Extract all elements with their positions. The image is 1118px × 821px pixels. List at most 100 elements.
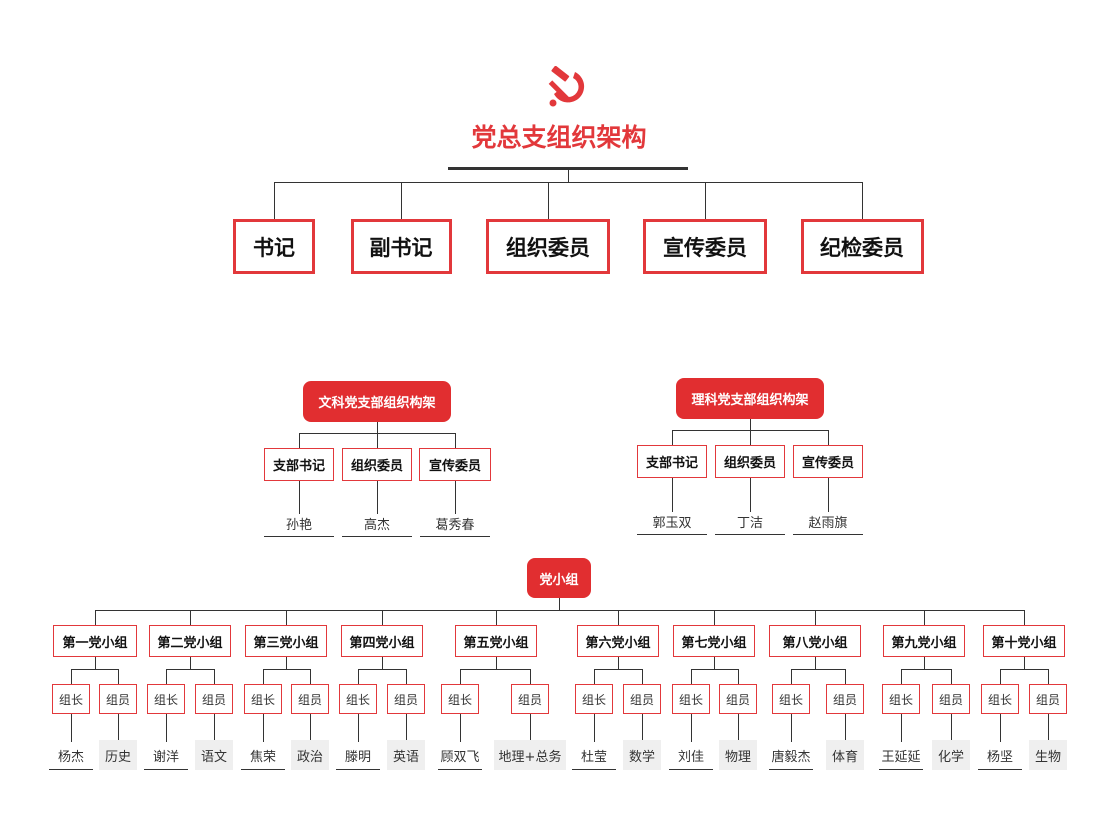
connector-line [791,714,792,742]
role-box-3: 组织委员 [486,219,610,274]
branch-person-name: 葛秀春 [420,514,490,537]
branch-role-box: 支部书记 [264,448,334,481]
connector-line [286,657,287,669]
member-name: 数学 [623,740,661,770]
connector-line [642,714,643,740]
connector-line [901,669,951,670]
connector-line [455,481,456,514]
party-group-box: 第九党小组 [883,625,965,657]
connector-line [377,481,378,514]
connector-line [377,433,378,448]
leader-label-box: 组长 [244,684,282,714]
branch-person-name: 孙艳 [264,514,334,537]
connector-line [190,657,191,669]
connector-line [901,669,902,684]
party-group-box: 第一党小组 [53,625,137,657]
connector-line [618,610,619,625]
connector-line [594,669,642,670]
member-name: 地理+总务 [494,740,566,770]
member-label-box: 组员 [826,684,864,714]
connector-line [705,182,706,219]
branch-person-name: 丁洁 [715,512,785,535]
connector-line [738,714,739,740]
leader-label-box: 组长 [575,684,613,714]
connector-line [460,669,461,684]
member-label-box: 组员 [387,684,425,714]
connector-line [845,714,846,740]
connector-line [1024,657,1025,669]
branch-person-name: 赵雨旗 [793,512,863,535]
connector-line [828,430,829,445]
connector-line [924,610,925,625]
connector-line [214,669,215,684]
connector-line [594,669,595,684]
connector-line [382,657,383,669]
connector-line [455,433,456,448]
connector-line [750,419,751,430]
member-label-box: 组员 [623,684,661,714]
connector-line [406,714,407,740]
party-group-box: 第三党小组 [245,625,327,657]
member-name: 历史 [99,740,137,770]
connector-line [358,669,406,670]
member-name: 体育 [826,740,864,770]
connector-line [901,714,902,742]
leader-label-box: 组长 [772,684,810,714]
connector-line [691,669,692,684]
connector-line [166,669,214,670]
connector-line [672,478,673,512]
connector-line [263,669,310,670]
member-name: 政治 [291,740,329,770]
branch-role-box: 宣传委员 [793,445,863,478]
member-label-box: 组员 [511,684,549,714]
branch-role-box: 支部书记 [637,445,707,478]
connector-line [496,610,497,625]
connector-line [310,669,311,684]
party-group-box: 第七党小组 [673,625,755,657]
connector-line [1000,714,1001,742]
connector-line [714,610,715,625]
connector-line [791,669,845,670]
connector-line [548,182,549,219]
connector-line [714,657,715,669]
connector-line [406,669,407,684]
hammer-sickle-icon [548,66,585,107]
title-underline [448,167,688,170]
connector-line [299,433,300,448]
connector-line [691,714,692,742]
leader-name: 杨杰 [49,746,93,770]
party-group-header: 党小组 [527,558,591,598]
leader-name: 唐毅杰 [769,746,813,770]
connector-line [274,182,862,183]
connector-line [496,657,497,669]
branch-person-name: 高杰 [342,514,412,537]
leader-label-box: 组长 [672,684,710,714]
connector-line [166,714,167,742]
connector-line [862,182,863,219]
connector-line [118,714,119,740]
connector-line [845,669,846,684]
connector-line [401,182,402,219]
party-group-box: 第五党小组 [455,625,537,657]
connector-line [166,669,167,684]
connector-line [71,714,72,742]
branch-person-name: 郭玉双 [637,512,707,535]
leader-label-box: 组长 [147,684,185,714]
connector-line [299,481,300,514]
party-group-box: 第十党小组 [983,625,1065,657]
connector-line [738,669,739,684]
member-name: 物理 [719,740,757,770]
connector-line [559,598,560,610]
connector-line [71,669,118,670]
connector-line [71,669,72,684]
role-box-4: 宣传委员 [643,219,767,274]
role-box-1: 书记 [233,219,315,274]
connector-line [263,669,264,684]
connector-line [358,714,359,742]
party-group-box: 第八党小组 [769,625,861,657]
connector-line [791,669,792,684]
connector-line [618,657,619,669]
connector-line [118,669,119,684]
page-title: 党总支组织架构 [471,123,647,152]
